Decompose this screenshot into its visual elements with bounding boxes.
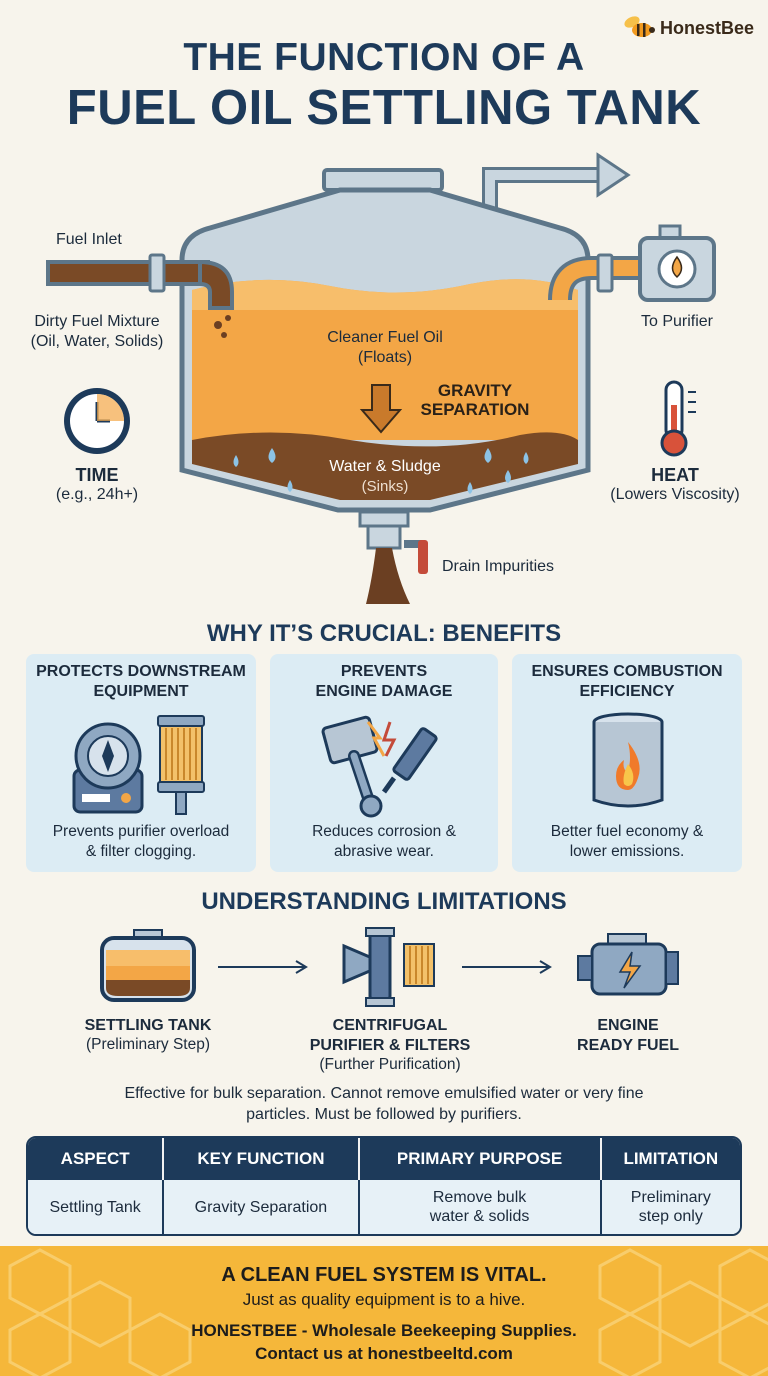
table-header-row: ASPECT KEY FUNCTION PRIMARY PURPOSE LIMI… <box>28 1138 740 1180</box>
water-droplets-icon <box>233 448 529 494</box>
table-header: LIMITATION <box>601 1138 740 1180</box>
brand-name: HonestBee <box>659 17 754 38</box>
step-title: ENGINE <box>597 1017 659 1034</box>
limitations-note-line2: particles. Must be followed by purifiers… <box>246 1106 522 1123</box>
step-settling-tank: SETTLING TANK (Preliminary Step) <box>60 1016 236 1054</box>
arrow-right-icon <box>218 960 308 974</box>
purifier-box-icon <box>638 224 716 302</box>
benefit-title: PREVENTS <box>340 663 428 680</box>
limitations-note: Effective for bulk separation. Cannot re… <box>0 1083 768 1125</box>
benefit-title: PROTECTS DOWNSTREAM <box>36 663 246 680</box>
dirty-mixture-label: Dirty Fuel Mixture <box>34 313 160 330</box>
table-cell: Preliminary step only <box>601 1180 740 1234</box>
step-title-2: READY FUEL <box>577 1037 679 1054</box>
time-sub: (e.g., 24h+) <box>55 486 139 503</box>
purifier-filter-icon <box>72 715 205 815</box>
footer-contact-link[interactable]: Contact us at honestbeeltd.com <box>255 1344 513 1363</box>
step-title-2: PURIFIER & FILTERS <box>309 1037 471 1054</box>
cell-text-2: step only <box>638 1208 703 1225</box>
footer-banner: A CLEAN FUEL SYSTEM IS VITAL. Just as qu… <box>0 1246 768 1376</box>
fuel-inlet-label: Fuel Inlet <box>56 231 122 248</box>
table-header: PRIMARY PURPOSE <box>359 1138 602 1180</box>
table-header: ASPECT <box>28 1138 165 1180</box>
benefit-card-ensures: ENSURES COMBUSTION EFFICIENCY Better fuel… <box>512 654 742 872</box>
gravity-label-line1: GRAVITY <box>437 381 513 400</box>
limitations-heading: UNDERSTANDING LIMITATIONS <box>201 888 567 915</box>
page-title-line2: FUEL OIL SETTLING TANK <box>66 81 702 135</box>
benefit-desc: Reduces corrosion & <box>312 823 456 840</box>
settling-tank-diagram <box>46 152 716 604</box>
step-sub: (Further Purification) <box>319 1056 461 1073</box>
benefit-card-prevents: PREVENTS ENGINE DAMAGE Reduces corrosion … <box>270 654 498 872</box>
footer-headline: A CLEAN FUEL SYSTEM IS VITAL. <box>221 1264 547 1286</box>
benefit-desc-2: & filter clogging. <box>85 843 197 860</box>
step-sub: (Preliminary Step) <box>85 1036 211 1053</box>
gravity-arrow-icon <box>359 384 403 434</box>
cleaner-fuel-label: Cleaner Fuel Oil <box>327 329 443 346</box>
step-engine: ENGINE READY FUEL <box>548 1016 708 1056</box>
water-sludge-label: Water & Sludge <box>329 458 441 475</box>
cell-text: Gravity Separation <box>194 1198 328 1216</box>
benefit-desc-2: lower emissions. <box>569 843 685 860</box>
table-header: KEY FUNCTION <box>164 1138 360 1180</box>
cleaner-fuel-sub: (Floats) <box>357 349 413 366</box>
drain-valve-icon <box>358 510 428 604</box>
benefit-title: ENSURES COMBUSTION <box>531 663 723 680</box>
drain-label: Drain Impurities <box>442 558 555 575</box>
brand-logo[interactable]: HonestBee <box>620 14 754 42</box>
heat-label: HEAT <box>651 465 699 485</box>
flame-cylinder-icon <box>592 712 664 808</box>
inlet-pipe <box>46 260 210 286</box>
footer-company: HONESTBEE - Wholesale Beekeeping Supplie… <box>191 1321 577 1340</box>
piston-injector-icon <box>321 715 438 818</box>
tank-top-cap <box>322 168 444 192</box>
arrow-right-icon <box>462 960 552 974</box>
cell-text: Settling Tank <box>49 1198 141 1216</box>
gravity-label-line2: SEPARATION <box>420 400 530 419</box>
benefit-title-2: ENGINE DAMAGE <box>315 683 453 700</box>
step-centrifugal: CENTRIFUGAL PURIFIER & FILTERS (Further … <box>290 1016 490 1074</box>
to-purifier-label: To Purifier <box>640 313 714 330</box>
outlet-arrow-icon <box>596 152 631 198</box>
benefit-desc: Prevents purifier overload <box>52 823 230 840</box>
bee-icon <box>624 16 655 37</box>
thermometer-icon <box>660 380 696 457</box>
benefit-title-2: EQUIPMENT <box>93 683 189 700</box>
footer-tagline: Just as quality equipment is to a hive. <box>242 1290 526 1309</box>
benefit-desc: Better fuel economy & <box>550 823 704 840</box>
cell-text: Remove bulk <box>432 1189 527 1206</box>
settling-tank-icon <box>100 929 196 1002</box>
benefits-heading: WHY IT’S CRUCIAL: BENEFITS <box>206 620 562 647</box>
page-title-line1: THE FUNCTION OF A <box>183 36 585 79</box>
benefit-title-2: EFFICIENCY <box>579 683 675 700</box>
table-cell: Gravity Separation <box>164 1180 360 1234</box>
water-sludge-sub: (Sinks) <box>361 478 409 495</box>
dirty-mixture-sub: (Oil, Water, Solids) <box>30 333 164 350</box>
table-cell: Settling Tank <box>28 1180 165 1234</box>
cell-text-2: water & solids <box>429 1208 530 1225</box>
time-label: TIME <box>75 465 119 485</box>
table-cell: Remove bulk water & solids <box>359 1180 602 1234</box>
limitations-note-line1: Effective for bulk separation. Cannot re… <box>124 1085 644 1102</box>
clock-icon <box>64 388 130 454</box>
cell-text: Preliminary <box>630 1189 711 1206</box>
benefit-card-protects: PROTECTS DOWNSTREAM EQUIPMENT Prevents pu… <box>26 654 256 872</box>
summary-table: ASPECT KEY FUNCTION PRIMARY PURPOSE LIMI… <box>26 1136 742 1236</box>
centrifuge-icon <box>342 927 435 1007</box>
cleaner-oil-layer <box>192 279 578 440</box>
heat-sub: (Lowers Viscosity) <box>610 486 740 503</box>
honeycomb-pattern-icon <box>8 1248 768 1376</box>
step-title: CENTRIFUGAL <box>332 1017 448 1034</box>
table-row: Settling Tank Gravity Separation Remove … <box>28 1180 740 1234</box>
engine-icon <box>577 933 679 996</box>
step-title: SETTLING TANK <box>84 1017 212 1034</box>
benefit-desc-2: abrasive wear. <box>334 843 434 860</box>
